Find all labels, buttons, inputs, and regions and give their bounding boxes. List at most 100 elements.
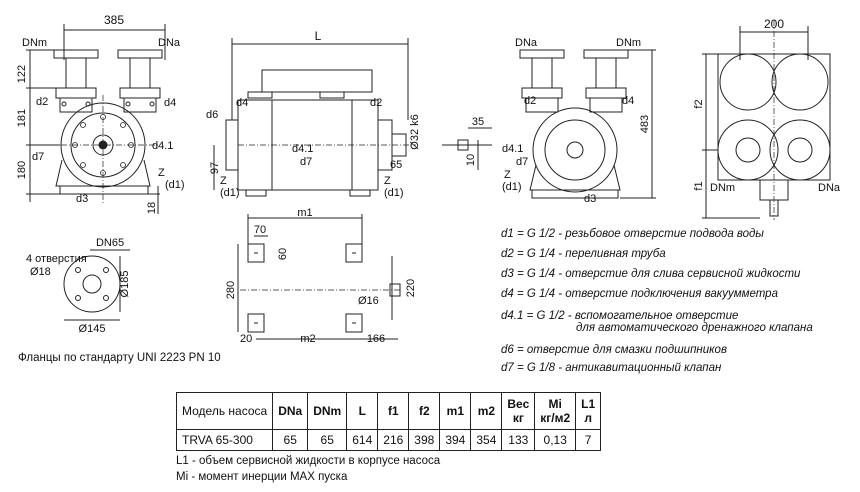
spec-cell-model: TRVA 65-300: [175, 429, 274, 451]
footnote-mi: Mi - момент инерции MAX пуска: [176, 471, 348, 483]
dim-f2: f2: [693, 99, 705, 108]
rear-label-d1: (d1): [502, 181, 522, 193]
dim-280: 280: [225, 281, 237, 299]
flange-detail: DN65 4 отверстия Ø18 Ø185 Ø145: [26, 237, 131, 335]
dim-35: 35: [472, 116, 484, 128]
spec-cell-dna: 65: [272, 429, 309, 451]
spec-header-l: L: [346, 392, 379, 430]
footnote-l1: L1 - объем сервисной жидкости в корпусе …: [176, 455, 441, 467]
spec-cell-m1: 394: [439, 429, 472, 451]
dim-220: 220: [405, 279, 417, 297]
dim-65-side: 65: [390, 159, 402, 171]
legend-d4: d4 = G 1/4 - отверстие подключения вакуу…: [501, 288, 778, 300]
dim-166: 166: [367, 333, 385, 345]
flange-standard-note: Фланцы по стандарту UNI 2223 PN 10: [18, 352, 221, 364]
spec-cell-mi: 0,13: [534, 429, 577, 451]
dim-20: 20: [240, 333, 252, 345]
label-d4: d4: [164, 97, 176, 109]
dim-122: 122: [16, 65, 28, 83]
rear-label-dnm: DNm: [616, 37, 641, 49]
rear-label-d2: d2: [524, 95, 536, 107]
legend-d7: d7 = G 1/8 - антикавитационный клапан: [501, 362, 722, 374]
spec-cell-f1: 216: [377, 429, 410, 451]
top-label-dnm: DNm: [710, 182, 735, 194]
label-d1: (d1): [165, 179, 185, 191]
flange-holes-1: 4 отверстия: [26, 253, 87, 265]
flange-title: DN65: [96, 237, 124, 249]
dim-97: 97: [209, 162, 221, 174]
top-label-dna: DNa: [818, 182, 841, 194]
side-label-d2: d2: [370, 97, 382, 109]
label-z: Z: [158, 167, 165, 179]
rear-label-d3: d3: [584, 193, 596, 205]
spec-cell-weight: 133: [501, 429, 536, 451]
dim-60: 60: [277, 248, 289, 260]
legend-d2: d2 = G 1/4 - переливная труба: [501, 248, 666, 260]
spec-cell-dnm: 65: [307, 429, 348, 451]
label-d3: d3: [76, 193, 88, 205]
rear-view: DNa DNm 483 d2 d4 d4.1 d7 Z (d1) d3: [502, 37, 656, 205]
spec-cell-l: 614: [346, 429, 379, 451]
dim-10: 10: [465, 154, 477, 166]
legend-d1: d1 = G 1/2 - резьбовое отверстие подвода…: [501, 228, 764, 240]
spec-cell-l1: 7: [575, 429, 602, 451]
spec-header-m2: m2: [470, 392, 503, 430]
label-d4-1: d4.1: [152, 140, 173, 152]
label-dna: DNa: [158, 37, 181, 49]
dim-180: 180: [16, 161, 28, 179]
dim-70: 70: [254, 224, 266, 236]
side-label-d6: d6: [206, 109, 218, 121]
side-label-d7: d7: [300, 156, 312, 168]
dim-145: Ø145: [79, 323, 106, 335]
dim-m2: m2: [300, 333, 315, 345]
dim-16: Ø16: [358, 295, 379, 307]
label-d7: d7: [32, 151, 44, 163]
side-view: L d4 d2 d6 Ø32 k6 97 d4.1 d7 Z (d1) Z (d…: [206, 29, 421, 199]
label-d2: d2: [36, 96, 48, 108]
rear-label-dna: DNa: [515, 37, 538, 49]
rear-label-d7: d7: [516, 156, 528, 168]
base-plan: m1 70 60 280 220 Ø16 20 m2 166: [225, 207, 417, 345]
side-label-d4-1: d4.1: [292, 143, 313, 155]
dim-385: 385: [104, 13, 124, 27]
spec-header-m1: m1: [439, 392, 472, 430]
label-dnm: DNm: [22, 37, 47, 49]
dim-181: 181: [16, 109, 28, 127]
legend-d41-line2: для автоматического дренажного клапана: [576, 322, 813, 334]
top-view: 200 f2 f1 DNm DNa: [693, 17, 841, 220]
side-label-z2: Z: [384, 175, 391, 187]
rear-label-d4-1: d4.1: [502, 143, 523, 155]
spec-header-dnm: DNm: [307, 392, 348, 430]
spec-header-f1: f1: [377, 392, 410, 430]
legend-d6: d6 = отверстие для смазки подшипников: [501, 344, 727, 356]
dim-l: L: [315, 29, 322, 43]
dim-483: 483: [639, 115, 651, 133]
legend-d3: d3 = G 1/4 - отверстие для слива сервисн…: [501, 268, 801, 280]
side-label-d1-left: (d1): [220, 187, 240, 199]
side-label-d4: d4: [236, 97, 248, 109]
rear-label-z: Z: [504, 169, 511, 181]
dim-shaft: Ø32 k6: [409, 114, 421, 149]
dim-185: Ø185: [119, 271, 131, 298]
side-label-z1: Z: [220, 175, 227, 187]
spec-header-model: Модель насоса: [175, 392, 274, 430]
front-view: 385 DNm DNa 122 181 180 18 d2 d4 d4.1: [16, 13, 185, 214]
spec-header-dna: DNa: [272, 392, 309, 430]
legend-d41-line1: d4.1 = G 1/2 - вспомогательное отверстие: [501, 310, 739, 322]
dim-m1: m1: [297, 207, 312, 219]
dim-18: 18: [146, 202, 158, 214]
table-row: TRVA 65-300 65 65 614 216 398 394 354 13…: [175, 429, 602, 451]
spec-header-f2: f2: [408, 392, 441, 430]
dim-f1: f1: [693, 181, 705, 190]
side-label-d1-right: (d1): [384, 187, 404, 199]
spec-cell-m2: 354: [470, 429, 503, 451]
rear-label-d4: d4: [622, 95, 634, 107]
spec-cell-f2: 398: [408, 429, 441, 451]
key-detail: 35 10: [442, 116, 492, 170]
